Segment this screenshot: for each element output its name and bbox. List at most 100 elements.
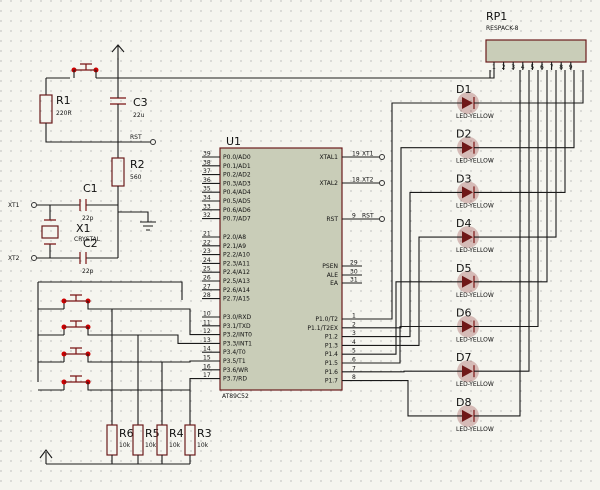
respack-pin-number: 3 — [511, 64, 515, 71]
mcu-pin-number: 26 — [203, 275, 211, 282]
mcu-pin-label: P3.7/RD — [223, 376, 247, 383]
mcu-pin-label: P0.0/AD0 — [223, 154, 251, 161]
pulldown-value: 10k — [169, 442, 181, 449]
respack-pin-number: 5 — [530, 64, 534, 71]
r2-value: 560 — [130, 174, 142, 181]
mcu-pin-number: 37 — [203, 168, 211, 175]
mcu-pin-label: P1.2 — [325, 334, 338, 341]
mcu-pin-number: 2 — [352, 321, 356, 328]
led-ref: D3 — [456, 172, 471, 185]
pulldown-value: 10k — [119, 442, 131, 449]
mcu-pin-number: 8 — [352, 374, 356, 381]
pulldown-ref: R6 — [119, 427, 134, 440]
crystal-x1 — [41, 225, 59, 239]
mcu-pin-number: 25 — [203, 266, 211, 273]
mcu-pin-label: P3.4/T0 — [223, 349, 246, 356]
mcu-pin-label: P3.0/RXD — [223, 314, 251, 321]
respack-pin-number: 7 — [550, 64, 554, 71]
pulldown-value: 10k — [197, 442, 209, 449]
led-ref: D5 — [456, 262, 471, 275]
mcu-pin-label: P0.5/AD5 — [223, 198, 251, 205]
led-ref: D2 — [456, 128, 471, 141]
mcu-pin-label: P3.6/WR — [223, 367, 248, 374]
mcu-pin-label: P2.4/A12 — [223, 269, 250, 276]
mcu-pin-label: P2.5/A13 — [223, 278, 250, 285]
pulldown-ref: R3 — [197, 427, 212, 440]
mcu-pin-label: P0.2/AD2 — [223, 172, 251, 179]
mcu-pin-number: 27 — [203, 283, 211, 290]
xt1-net-label: XT1 — [8, 202, 20, 209]
c2-capacitor — [79, 252, 87, 264]
mcu-pin-number: 15 — [203, 355, 211, 362]
push-button-switch[interactable] — [38, 294, 113, 425]
mcu-pin-label: P1.5 — [325, 360, 338, 367]
led-part: LED-YELLOW — [456, 247, 494, 254]
mcu-pin-label: XTAL2 — [320, 180, 339, 187]
mcu-pin-label: P3.2/INT0 — [223, 332, 252, 339]
led-ref: D1 — [456, 83, 471, 96]
mcu-pin-number: 14 — [203, 346, 211, 353]
mcu-pin-number: 7 — [352, 365, 356, 372]
mcu-pin-label: P0.6/AD6 — [223, 207, 251, 214]
mcu-pin-number: 35 — [203, 186, 211, 193]
pulldown-ref: R5 — [145, 427, 160, 440]
respack-pin-number: 2 — [502, 64, 506, 71]
mcu-pin-label: P1.0/T2 — [315, 316, 338, 323]
reset-switch[interactable] — [71, 63, 99, 78]
mcu-pin-number: 5 — [352, 348, 356, 355]
led-ref: D6 — [456, 307, 471, 320]
led-part: LED-YELLOW — [456, 202, 494, 209]
mcu-pin-number: 34 — [203, 195, 211, 202]
led-ref: D8 — [456, 396, 471, 409]
push-button-switch[interactable] — [38, 320, 139, 425]
mcu-body — [219, 147, 343, 391]
mcu-pin-number: 30 — [350, 269, 358, 276]
led-ref: D4 — [456, 217, 471, 230]
respack-pin-number: 6 — [540, 64, 544, 71]
mcu-pin-number: 28 — [203, 292, 211, 299]
led-part: LED-YELLOW — [456, 337, 494, 344]
rpack-ref: RP1 — [486, 10, 507, 23]
mcu-pin-number: 23 — [203, 248, 211, 255]
mcu-net-label: XT1 — [362, 151, 374, 158]
respack-pin-number: 1 — [492, 64, 496, 71]
push-button-switch[interactable] — [38, 347, 163, 425]
mcu-pin-number: 18 — [352, 177, 360, 184]
r1-ref: R1 — [56, 94, 71, 107]
c3-ref: C3 — [133, 96, 148, 109]
mcu-ref: U1 — [226, 135, 241, 148]
mcu-net-label: XT2 — [362, 177, 374, 184]
mcu-pin-number: 33 — [203, 203, 211, 210]
x1-ref: X1 — [76, 222, 91, 235]
mcu-pin-label: P2.7/A15 — [223, 296, 250, 303]
xt2-net-label: XT2 — [8, 255, 20, 262]
mcu-pin-label: P0.7/AD7 — [223, 216, 251, 223]
mcu-pin-number: 13 — [203, 337, 211, 344]
c2-ref: C2 — [83, 237, 98, 250]
led-part: LED-YELLOW — [456, 426, 494, 433]
mcu-pin-label: P1.3 — [325, 342, 338, 349]
mcu-pin-number: 21 — [203, 231, 211, 238]
respack-pin-number: 9 — [569, 64, 573, 71]
mcu-pin-label: P2.2/A10 — [223, 252, 250, 259]
push-button-switch[interactable] — [38, 375, 191, 425]
vcc-arrow-icon — [39, 449, 53, 459]
mcu-pin-number: 10 — [203, 311, 211, 318]
mcu-pin-label: P0.1/AD1 — [223, 163, 251, 170]
